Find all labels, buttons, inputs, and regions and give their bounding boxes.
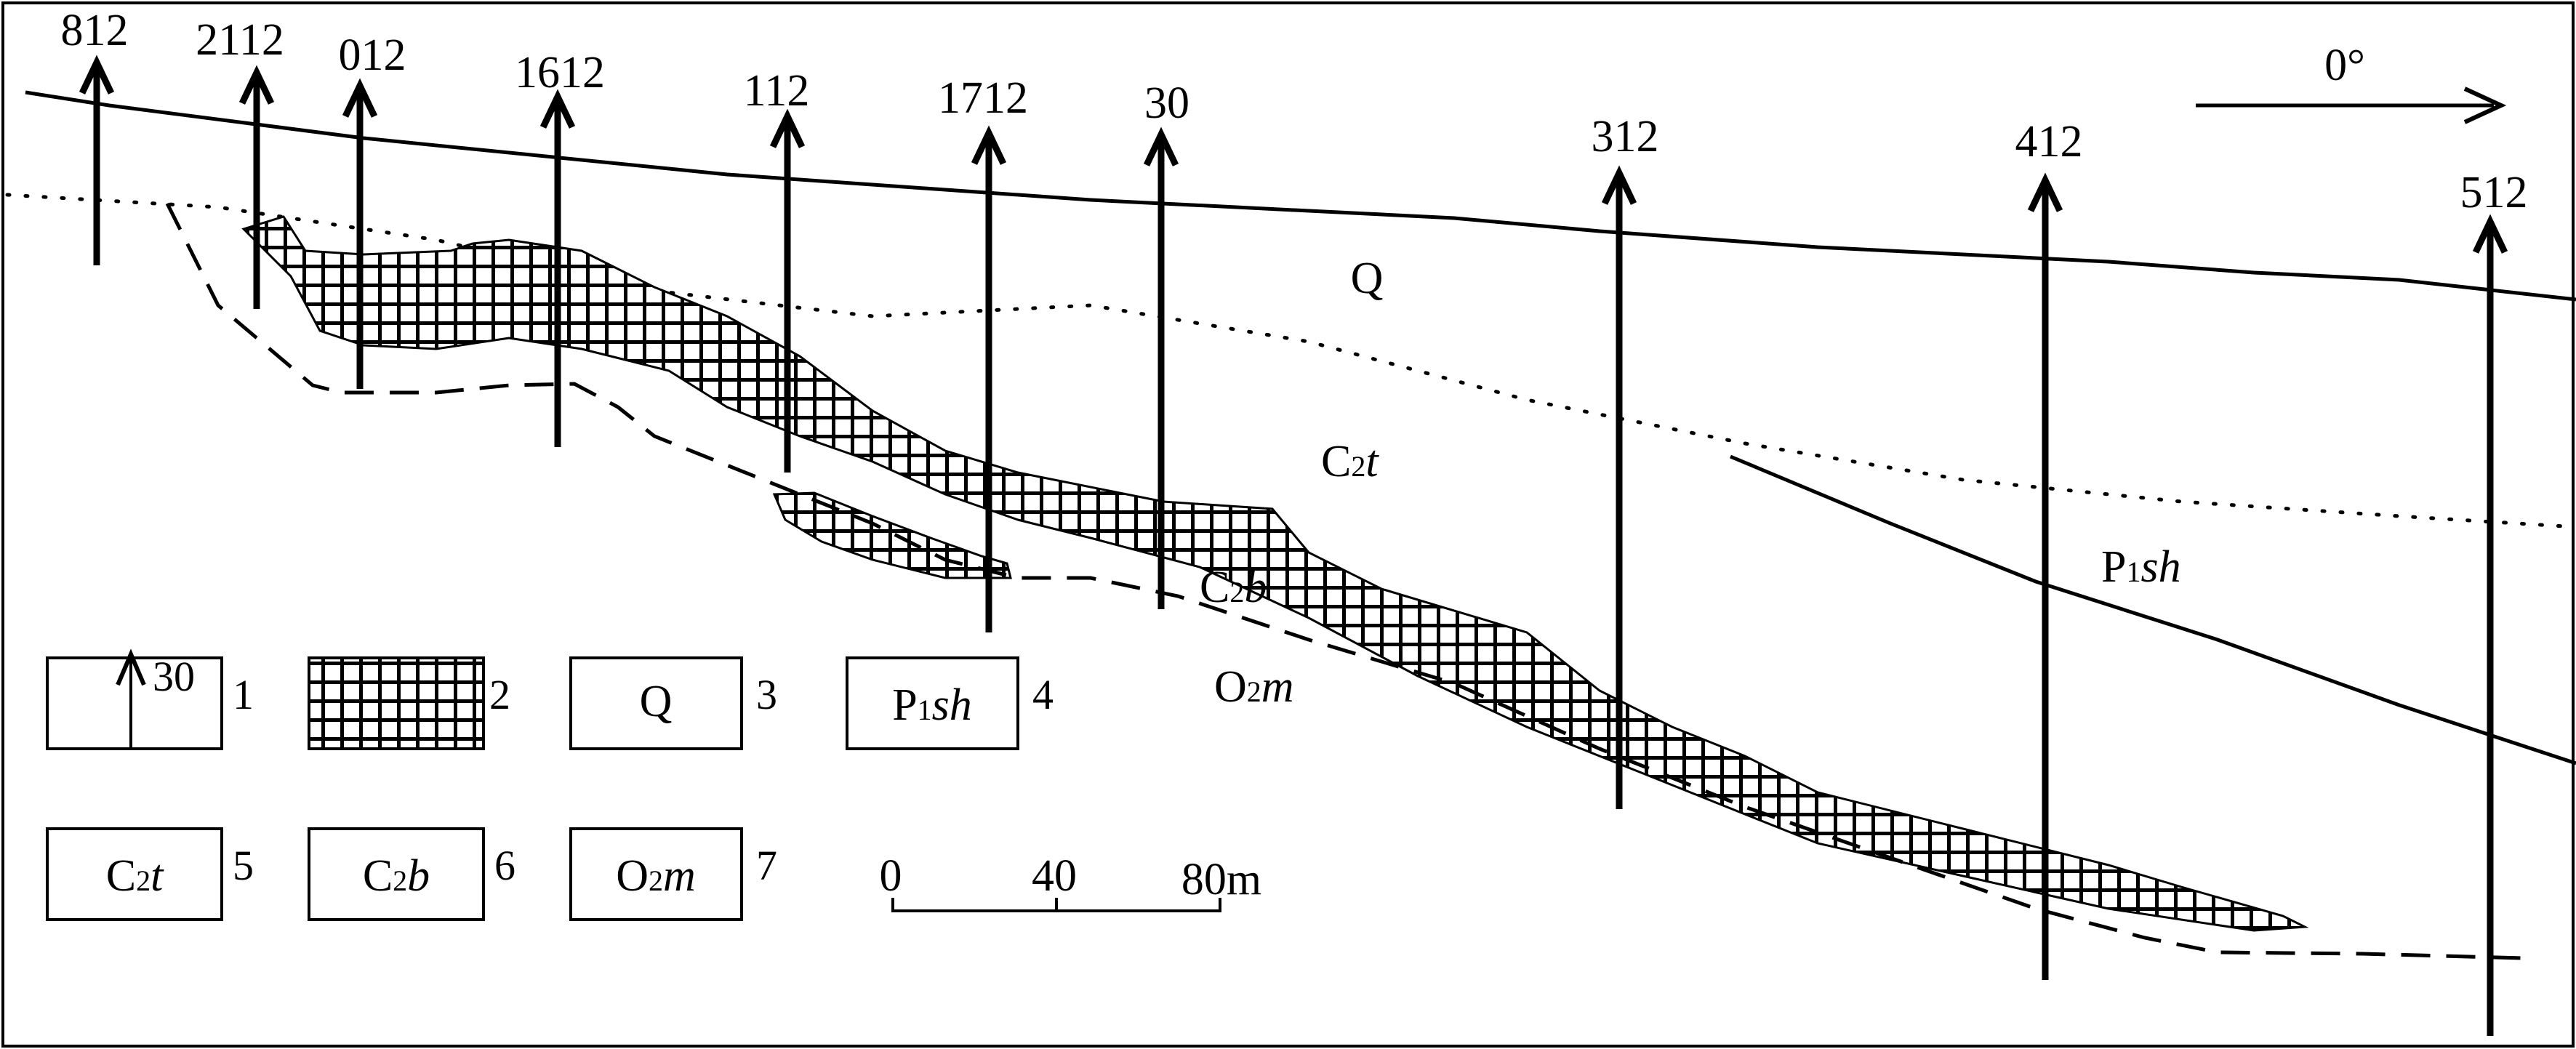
legend-item-q: Q 3 — [569, 656, 777, 750]
ore-body-main — [241, 215, 2309, 932]
drill-hole: 512 — [2460, 168, 2528, 1036]
scale-tick-label: 0 — [880, 851, 902, 901]
drill-hole: 312 — [1592, 112, 1659, 809]
drill-hole: 812 — [61, 6, 129, 265]
orientation-arrow: 0° — [2196, 41, 2507, 124]
scale-tick-label: 40 — [1032, 851, 1077, 901]
drill-hole: 112 — [744, 66, 810, 473]
drill-hole-label: 1712 — [938, 73, 1028, 123]
quaternary-base-dotted-line — [5, 193, 2576, 529]
stratum-label-o2m: O2m — [1214, 662, 1294, 712]
drill-hole: 1612 — [515, 48, 605, 447]
p1sh-contact-line — [1730, 454, 2576, 765]
legend-item-number: 2 — [489, 671, 510, 718]
legend-drill-hole-number: 30 — [153, 653, 195, 700]
scale-tick-label: 80m — [1181, 855, 1261, 904]
drill-hole-label: 412 — [2015, 117, 2083, 166]
legend-item-number: 1 — [233, 671, 254, 718]
drill-hole-label: 30 — [1144, 79, 1189, 128]
ore-body-lens — [772, 491, 1012, 579]
stratum-label-c2b: C2b — [1200, 563, 1267, 612]
drill-hole-label: 112 — [744, 66, 810, 116]
drill-hole-label: 1612 — [515, 48, 605, 97]
legend-item-c2t: C2t 5 — [46, 827, 254, 921]
legend-q-text: Q — [640, 677, 673, 726]
drill-hole-label: 812 — [61, 6, 129, 55]
drill-hole: 412 — [2015, 117, 2083, 980]
drill-hole: 1712 — [938, 73, 1028, 632]
ground-surface-line — [25, 90, 2576, 302]
legend: 30 1 2 Q 3 P1sh 4 C2t 5 — [46, 648, 1054, 921]
legend-item-p1sh: P1sh 4 — [846, 656, 1054, 750]
legend-o2m-text: O2m — [616, 851, 696, 901]
drill-hole: 012 — [339, 31, 406, 389]
legend-item-o2m: O2m 7 — [569, 827, 777, 921]
drill-hole-label: 012 — [339, 31, 406, 80]
legend-p1sh-text: P1sh — [892, 680, 972, 730]
legend-item-number: 6 — [494, 842, 515, 889]
orientation-label: 0° — [2324, 41, 2365, 90]
stratum-label-p1sh: P1sh — [2101, 542, 2181, 592]
legend-item-number: 7 — [756, 842, 777, 889]
stratum-label-c2t: C2t — [1321, 437, 1379, 486]
drill-hole-label: 312 — [1592, 112, 1659, 161]
legend-item-drill-hole: 30 1 — [46, 648, 254, 750]
legend-item-number: 4 — [1032, 671, 1054, 718]
stratum-label-q: Q — [1351, 254, 1384, 303]
drill-hole-label: 512 — [2460, 168, 2528, 217]
drill-hole: 30 — [1143, 79, 1189, 609]
legend-item-number: 3 — [756, 671, 777, 718]
legend-c2t-text: C2t — [106, 851, 164, 901]
drill-hole-label: 2112 — [196, 15, 284, 65]
legend-item-number: 5 — [233, 842, 254, 889]
legend-item-c2b: C2b 6 — [308, 827, 515, 921]
o2m-contact-dashed-line — [165, 202, 2524, 960]
scale-bar: 0 40 80m — [880, 851, 1261, 912]
legend-item-ore-body: 2 — [308, 656, 510, 750]
drill-hole: 2112 — [196, 15, 284, 309]
legend-c2b-text: C2b — [363, 851, 430, 901]
